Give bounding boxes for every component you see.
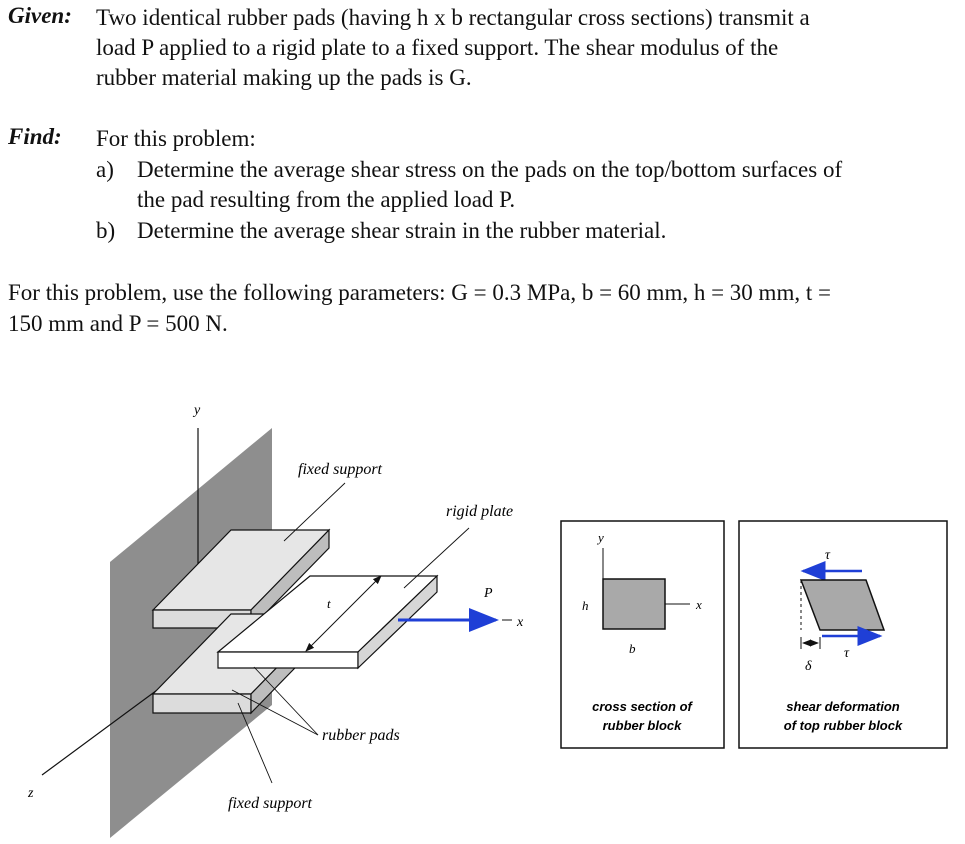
tau-bottom-label: τ <box>844 646 850 661</box>
y-axis-label: y <box>192 403 201 418</box>
find-label: Find: <box>8 124 62 149</box>
fixed-support-bottom-label: fixed support <box>228 795 313 812</box>
cs-y-label: y <box>596 530 604 545</box>
cs-rectangle <box>602 578 666 630</box>
cs-h-label: h <box>582 598 589 613</box>
given-line-2: load P applied to a rigid plate to a fix… <box>96 35 779 60</box>
z-axis-label: z <box>27 786 34 801</box>
fixed-support-bottom-leader <box>237 702 273 784</box>
cs-caption-1: cross section of <box>592 699 693 714</box>
tau-top-label: τ <box>825 548 831 563</box>
find-b-line-1: Determine the average shear strain in th… <box>137 218 667 243</box>
find-b-marker: b) <box>96 218 116 243</box>
find-intro: For this problem: <box>96 126 256 151</box>
shear-panel <box>738 520 948 749</box>
delta-label: δ <box>805 659 812 674</box>
cs-x-label: x <box>695 597 702 612</box>
x-axis-label: x <box>516 615 524 630</box>
given-line-1: Two identical rubber pads (having h x b … <box>96 5 810 30</box>
rubber-pad-leader-1 <box>253 666 319 736</box>
t-dimension <box>305 575 382 652</box>
bottom-pad-front-face <box>152 693 252 714</box>
params-line-2: 150 mm and P = 500 N. <box>8 311 228 336</box>
cross-section-panel <box>560 520 725 749</box>
deformed-block <box>799 579 886 631</box>
given-line-3: rubber material making up the pads is G. <box>96 65 472 90</box>
given-label: Given: <box>8 3 72 28</box>
fixed-support-top-label: fixed support <box>298 461 383 478</box>
find-a-marker: a) <box>96 157 114 182</box>
rigid-plate-leader <box>403 527 470 589</box>
load-label: P <box>483 586 493 601</box>
find-a-line-1: Determine the average shear stress on th… <box>137 157 843 182</box>
cs-caption-2: rubber block <box>603 718 683 733</box>
shear-caption-2: of top rubber block <box>784 718 903 733</box>
rigid-plate-front <box>217 651 359 669</box>
rigid-plate-label: rigid plate <box>446 503 513 520</box>
rubber-pad-leader-2 <box>231 689 319 736</box>
find-a-line-2: the pad resulting from the applied load … <box>137 187 516 212</box>
rubber-pads-label: rubber pads <box>322 727 400 744</box>
params-line-1: For this problem, use the following para… <box>8 280 831 305</box>
shear-caption-1: shear deformation <box>786 699 899 714</box>
cs-b-label: b <box>629 641 636 656</box>
fixed-support-top-leader <box>283 482 346 542</box>
t-label: t <box>327 596 331 611</box>
